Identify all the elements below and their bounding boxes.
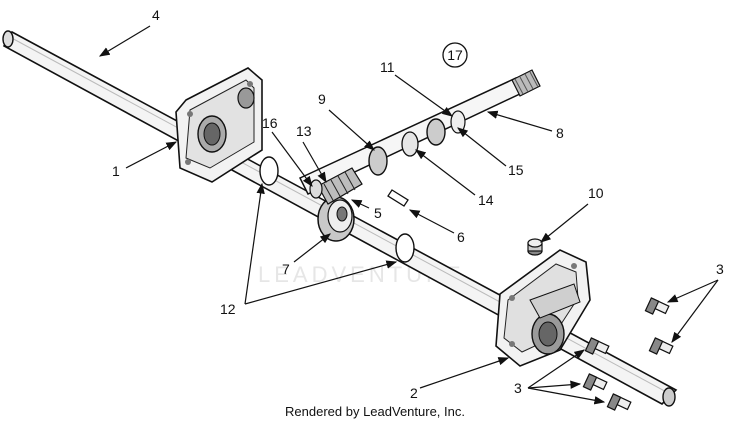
callout-5: 5 [374,205,382,221]
callout-8: 8 [556,125,564,141]
washer-right [395,233,415,263]
callout-6: 6 [457,229,465,245]
bearing-left [368,146,388,176]
callout-4: 4 [152,7,160,23]
worm-gear [317,196,355,242]
callout-1: 1 [112,163,120,179]
worm-thread [317,167,363,205]
callout-3-top: 3 [716,261,724,277]
callout-16: 16 [262,115,278,131]
leader-lines [98,25,719,405]
callout-3-bottom: 3 [514,380,522,396]
bearing-right [426,118,446,146]
callout-7: 7 [282,261,290,277]
vent-plug [527,238,543,256]
washer-middle [401,131,419,157]
right-housing [495,249,591,367]
footer-credit: Rendered by LeadVenture, Inc. [285,404,465,419]
spacer-washer [450,110,466,134]
callout-2: 2 [410,385,418,401]
left-housing [175,67,263,183]
callout-11: 11 [380,59,395,75]
bolts [582,297,674,411]
key-pin [387,189,409,207]
assembly-number: 17 [447,47,463,63]
callout-12: 12 [220,301,236,317]
callout-10: 10 [588,185,604,201]
callout-13: 13 [296,123,312,139]
thrust-washer [309,179,323,199]
assembly-number-circle [442,42,468,68]
callout-15: 15 [508,162,524,178]
worm-shaft [298,69,541,195]
callout-9: 9 [318,91,326,107]
callout-14: 14 [478,192,494,208]
washer-left [259,156,279,186]
